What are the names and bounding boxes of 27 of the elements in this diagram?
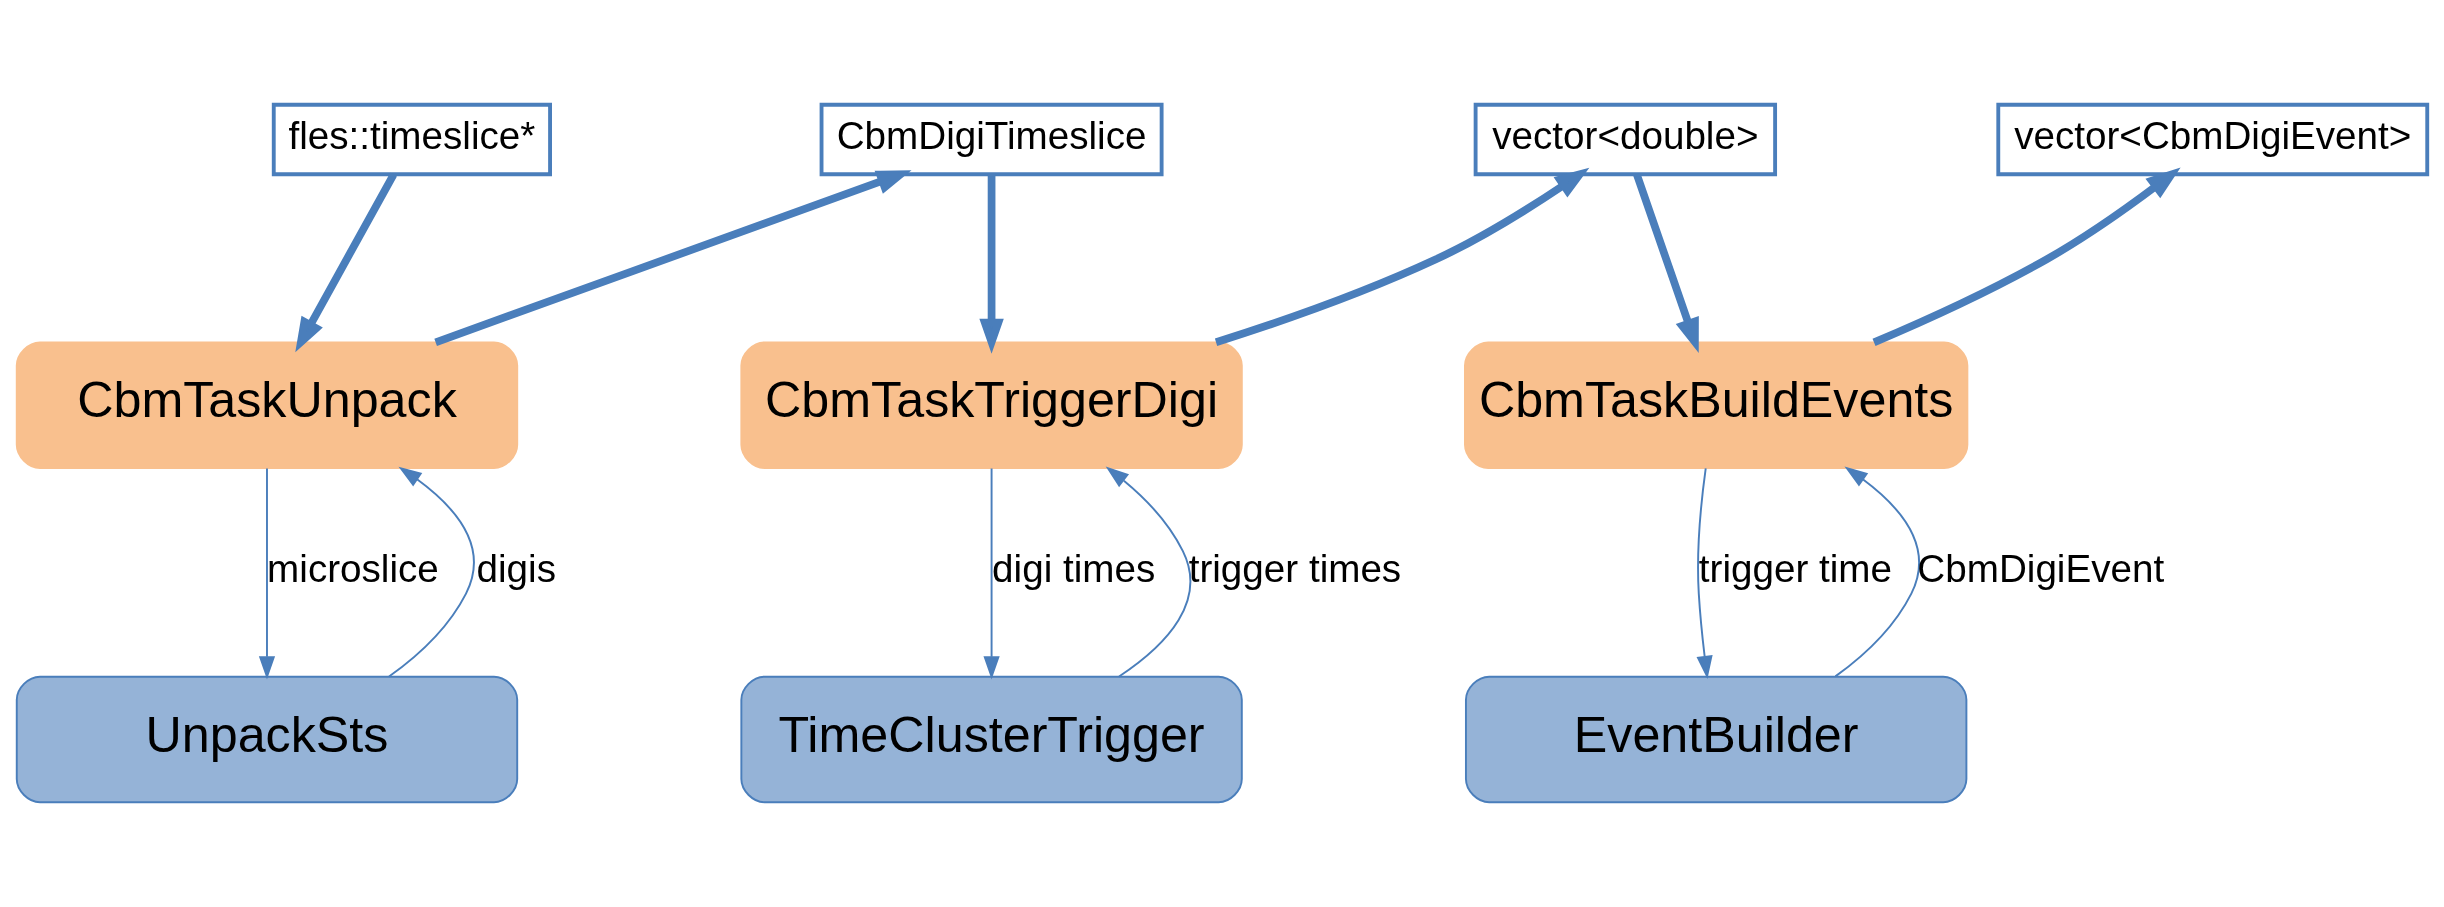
edge-label: trigger time — [1698, 546, 1892, 590]
arrow — [388, 466, 475, 678]
node-box: UnpackSts — [15, 675, 519, 804]
node-box: fles::timeslice* — [271, 102, 552, 177]
edge-label: trigger times — [1188, 546, 1402, 590]
edge-label: CbmDigiEvent — [1917, 546, 2165, 590]
node-box: CbmDigiTimeslice — [819, 102, 1164, 177]
node-box: EventBuilder — [1465, 675, 1968, 804]
arrow — [1214, 167, 1590, 346]
arrow — [1834, 466, 1920, 678]
arrow — [258, 467, 276, 680]
node-box: vector<CbmDigiEvent> — [1996, 102, 2430, 177]
arrow — [983, 467, 1000, 680]
node-box: CbmTaskBuildEvents — [1464, 341, 1969, 469]
arrow — [434, 170, 912, 346]
arrow — [979, 174, 1004, 354]
node-box: CbmTaskUnpack — [15, 341, 519, 469]
arrow — [1696, 467, 1713, 679]
node-box: vector<double> — [1473, 102, 1778, 177]
arrow — [1633, 173, 1699, 353]
node-box: CbmTaskTriggerDigi — [740, 341, 1243, 469]
arrow — [1105, 466, 1192, 678]
edge-label: microslice — [267, 546, 439, 590]
edge-label: digis — [476, 546, 556, 590]
edge-label: digi times — [992, 546, 1156, 590]
node-box: TimeClusterTrigger — [740, 675, 1243, 804]
arrow — [1872, 167, 2181, 346]
